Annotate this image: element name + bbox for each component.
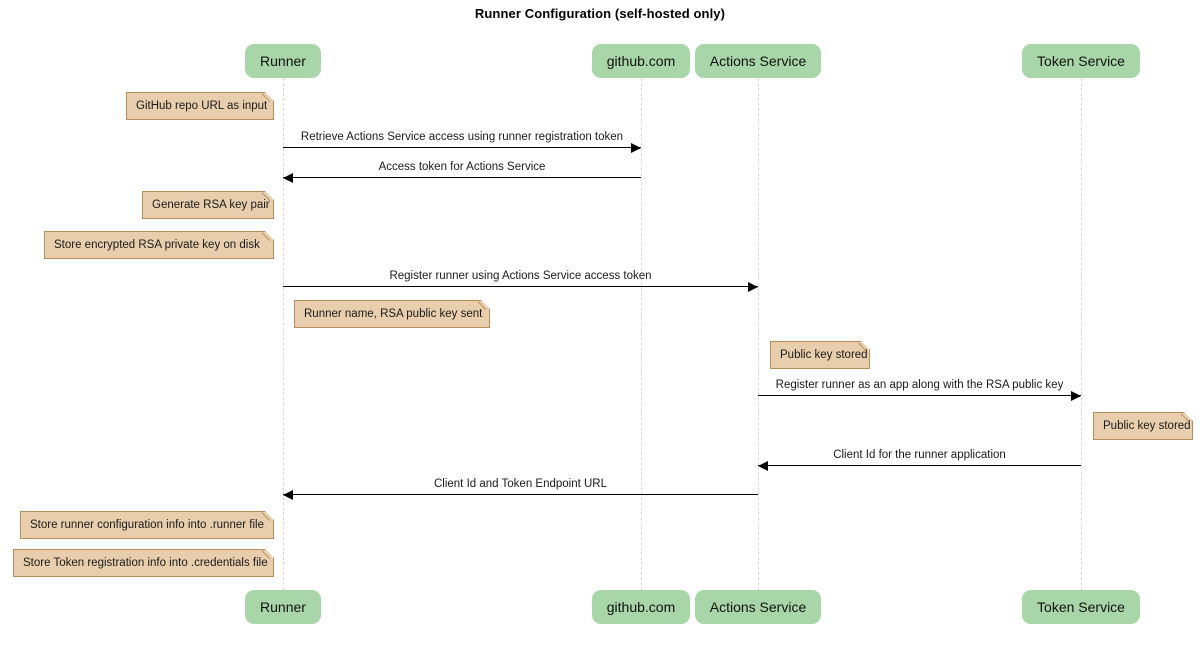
note-text: Public key stored [780,349,868,361]
message-label-m5: Client Id for the runner application [833,449,1006,461]
participant-footer-token[interactable]: Token Service [1022,590,1140,624]
note-n4: Runner name, RSA public key sent [294,300,490,328]
message-line-m2 [283,177,641,178]
participant-footer-github[interactable]: github.com [592,590,690,624]
page-title: Runner Configuration (self-hosted only) [474,6,726,21]
note-fold-edge [858,341,870,353]
message-arrowhead-m6 [283,490,293,500]
note-text: Store Token registration info into .cred… [23,557,268,569]
message-arrowhead-m4 [1071,391,1081,401]
note-text: Generate RSA key pair [152,199,270,211]
note-text: Public key stored [1103,420,1191,432]
message-label-m4: Register runner as an app along with the… [775,379,1064,391]
participant-footer-runner[interactable]: Runner [245,590,321,624]
note-fold-edge [262,92,274,104]
participant-header-runner[interactable]: Runner [245,44,321,78]
message-line-m4 [758,395,1081,396]
participant-footer-actions[interactable]: Actions Service [695,590,821,624]
note-text: Store encrypted RSA private key on disk [54,239,260,251]
message-arrowhead-m5 [758,461,768,471]
note-n2: Generate RSA key pair [142,191,274,219]
participant-header-actions[interactable]: Actions Service [695,44,821,78]
lifeline-actions [758,78,759,590]
note-text: Store runner configuration info into .ru… [30,519,264,531]
message-label-m1: Retrieve Actions Service access using ru… [300,131,624,143]
note-fold-edge [1181,412,1193,424]
note-text: Runner name, RSA public key sent [304,308,483,320]
message-label-m6: Client Id and Token Endpoint URL [433,478,608,490]
message-line-m1 [283,147,641,148]
message-line-m3 [283,286,758,287]
note-n3: Store encrypted RSA private key on disk [44,231,274,259]
message-label-m2: Access token for Actions Service [378,161,546,173]
note-fold-edge [262,511,274,523]
message-arrowhead-m1 [631,143,641,153]
message-line-m5 [758,465,1081,466]
note-fold-edge [262,549,274,561]
note-fold-edge [478,300,490,312]
message-label-m3: Register runner using Actions Service ac… [389,270,652,282]
note-fold-edge [262,231,274,243]
note-n7: Store runner configuration info into .ru… [20,511,274,539]
note-n6: Public key stored [1093,412,1193,440]
note-n5: Public key stored [770,341,870,369]
note-text: GitHub repo URL as input [136,100,268,112]
participant-header-github[interactable]: github.com [592,44,690,78]
lifeline-github [641,78,642,590]
note-n1: GitHub repo URL as input [126,92,274,120]
participant-header-token[interactable]: Token Service [1022,44,1140,78]
message-arrowhead-m3 [748,282,758,292]
message-line-m6 [283,494,758,495]
message-arrowhead-m2 [283,173,293,183]
lifeline-runner [283,78,284,590]
lifeline-token [1081,78,1082,590]
note-n8: Store Token registration info into .cred… [13,549,274,577]
note-fold-edge [262,191,274,203]
